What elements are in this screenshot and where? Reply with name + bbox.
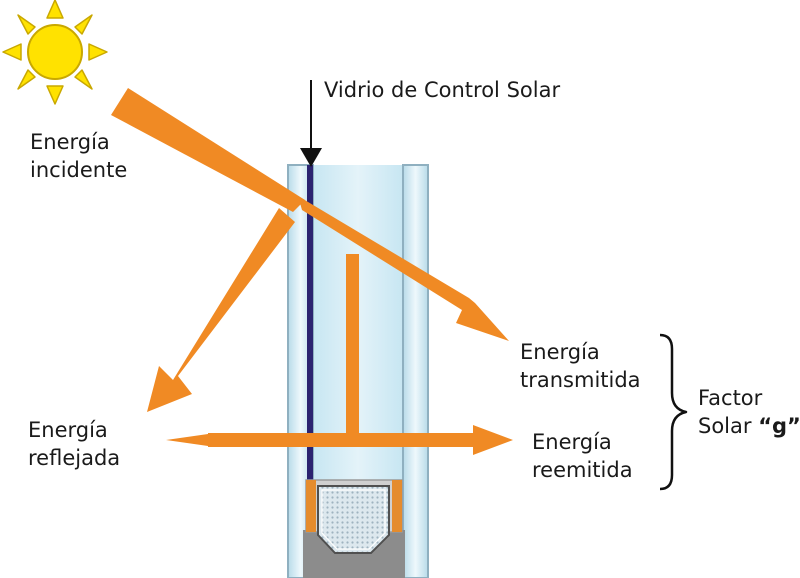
desiccant-spacer xyxy=(317,485,390,554)
spacer-band-left xyxy=(306,480,316,532)
reemitted-energy-label: Energía reemitida xyxy=(532,430,633,482)
reflected-energy-arrow xyxy=(147,208,295,412)
solar-factor-symbol: “g” xyxy=(758,414,800,438)
transmitted-energy-label: Energía transmitida xyxy=(520,340,641,392)
sun-icon xyxy=(2,0,108,105)
brace-icon xyxy=(659,333,688,491)
incident-energy-arrow xyxy=(111,88,305,212)
absorbed-energy-stem xyxy=(346,254,359,440)
solar-factor-label: Factor Solar “g” xyxy=(698,386,800,438)
energy-arrows xyxy=(111,88,513,455)
reflected-energy-label: Energía reflejada xyxy=(28,418,121,470)
spacer-band-right xyxy=(392,480,402,532)
glass-title-label: Vidrio de Control Solar xyxy=(324,78,561,102)
inner-pane xyxy=(402,164,429,578)
incident-energy-label: Energía incidente xyxy=(30,130,128,182)
pointer-arrow-icon xyxy=(300,80,322,167)
transmitted-energy-arrow xyxy=(298,196,509,341)
solar-control-coating xyxy=(307,165,313,485)
reemitted-energy-arrow-right xyxy=(208,425,513,455)
